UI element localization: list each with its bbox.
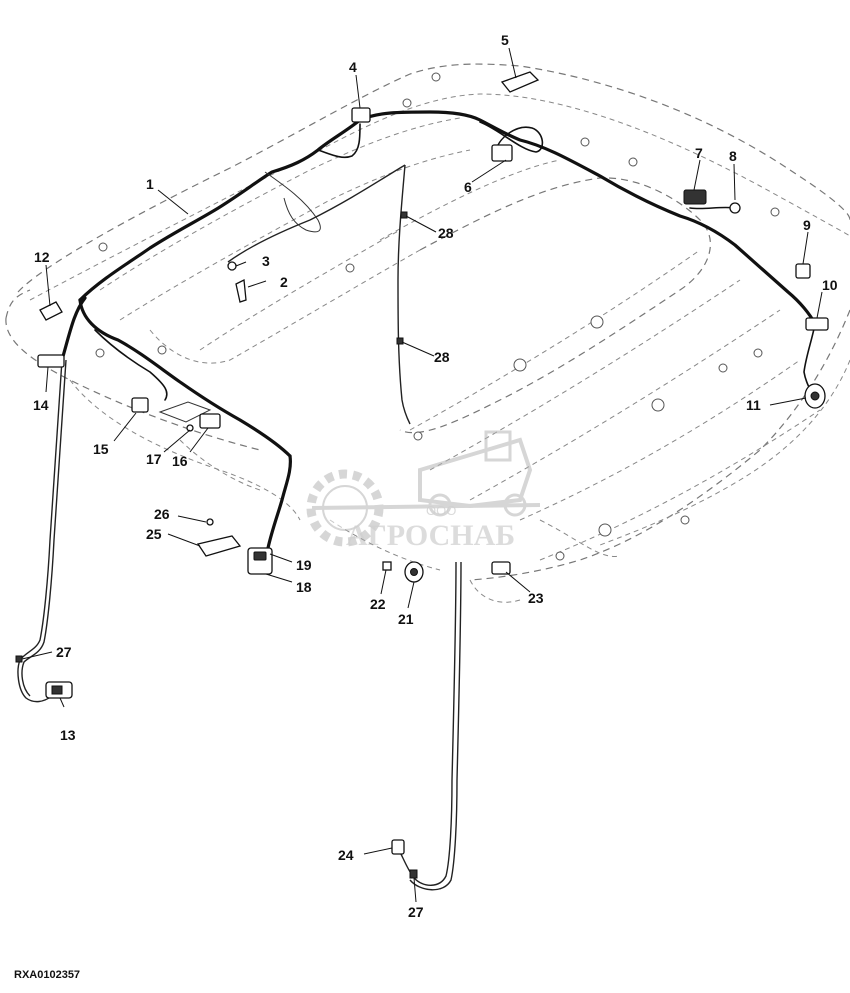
callout-1: 1 (146, 176, 154, 192)
leader-lines (21, 47, 823, 903)
watermark-name: АГРОСНАБ (346, 519, 515, 552)
antenna-cables (17, 359, 462, 891)
item-27-clip-a (15, 655, 23, 663)
drawing-reference: RXA0102357 (14, 969, 80, 981)
callout-2: 2 (280, 274, 288, 290)
item-24-component (391, 839, 405, 855)
callout-11: 11 (746, 397, 761, 413)
callout-16: 16 (172, 453, 188, 469)
item-25-bracket (196, 535, 242, 557)
components (15, 71, 829, 879)
callout-labels: 1 2 3 4 5 6 7 8 9 10 11 12 13 14 15 16 1… (33, 32, 838, 920)
callout-8: 8 (729, 148, 737, 164)
callout-5: 5 (501, 32, 509, 48)
callout-28a: 28 (438, 225, 454, 241)
item-7-connector (683, 189, 707, 205)
item-12-component (39, 301, 63, 321)
item-15-connector (131, 397, 149, 413)
callout-9: 9 (803, 217, 811, 233)
callout-26: 26 (154, 506, 170, 522)
item-5-component (500, 71, 540, 93)
watermark-logo: ООО АГРОСНАБ (306, 430, 541, 552)
watermark-prefix: ООО (426, 503, 456, 518)
item-14-connector (37, 354, 65, 368)
callout-4: 4 (349, 59, 357, 75)
item-8-component (729, 202, 741, 214)
item-3-component (227, 261, 237, 271)
callout-19: 19 (296, 557, 312, 573)
callout-6: 6 (464, 179, 472, 195)
item-28-clip-b (396, 337, 404, 345)
callout-13: 13 (60, 727, 76, 743)
callout-24: 24 (338, 847, 354, 863)
item-23-connector (491, 561, 511, 575)
callout-18: 18 (296, 579, 312, 595)
callout-17: 17 (146, 451, 162, 467)
callout-27b: 27 (408, 904, 424, 920)
item-16-connector (199, 413, 221, 429)
callout-21: 21 (398, 611, 414, 627)
roof-outline (5, 63, 850, 603)
item-22-component (382, 561, 392, 571)
item-17-fastener (186, 424, 194, 432)
callout-10: 10 (822, 277, 838, 293)
callout-23: 23 (528, 590, 544, 606)
callout-14: 14 (33, 397, 49, 413)
callout-7: 7 (695, 145, 703, 161)
main-harness (60, 110, 817, 550)
item-28-clip-a (400, 211, 408, 219)
callout-28b: 28 (434, 349, 450, 365)
item-10-connector (805, 317, 829, 331)
item-4-connector (351, 107, 371, 123)
callout-15: 15 (93, 441, 109, 457)
callout-3: 3 (262, 253, 270, 269)
item-2-screw (235, 278, 247, 303)
item-6-connector (491, 144, 513, 162)
item-27-clip-b (409, 869, 418, 879)
callout-12: 12 (34, 249, 50, 265)
item-9-connector (795, 263, 811, 279)
item-26-fastener (206, 518, 214, 526)
callout-25: 25 (146, 526, 162, 542)
callout-22: 22 (370, 596, 386, 612)
callout-27a: 27 (56, 644, 72, 660)
